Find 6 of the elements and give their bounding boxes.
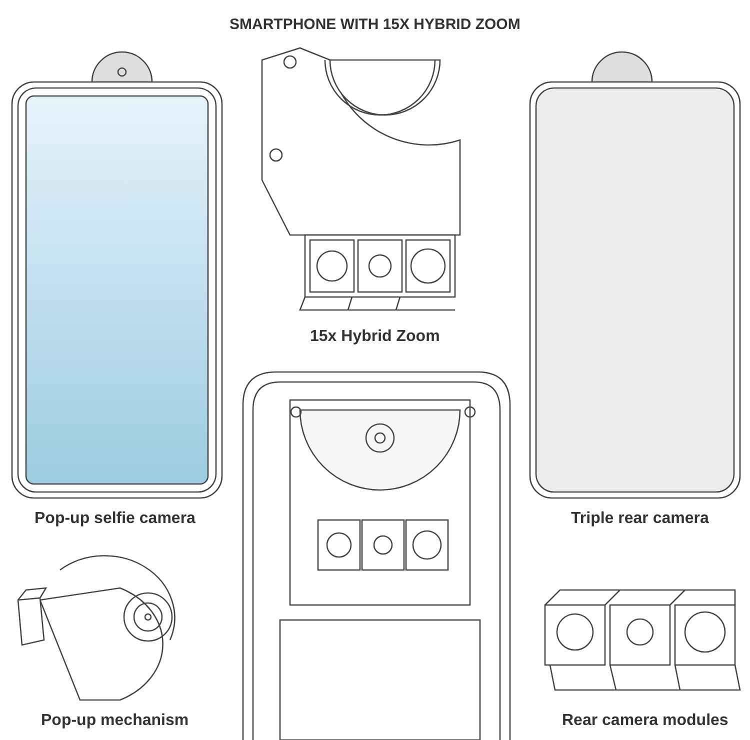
figure-caption: 15x Hybrid Zoom bbox=[310, 328, 440, 346]
page-title: SMARTPHONE WITH 15X HYBRID ZOOM bbox=[230, 16, 520, 33]
figure-caption: Rear camera modules bbox=[562, 712, 728, 730]
figure-caption: Pop-up mechanism bbox=[41, 712, 189, 730]
figure-caption: Triple rear camera bbox=[571, 510, 709, 528]
figure-caption: Pop-up selfie camera bbox=[34, 510, 196, 528]
